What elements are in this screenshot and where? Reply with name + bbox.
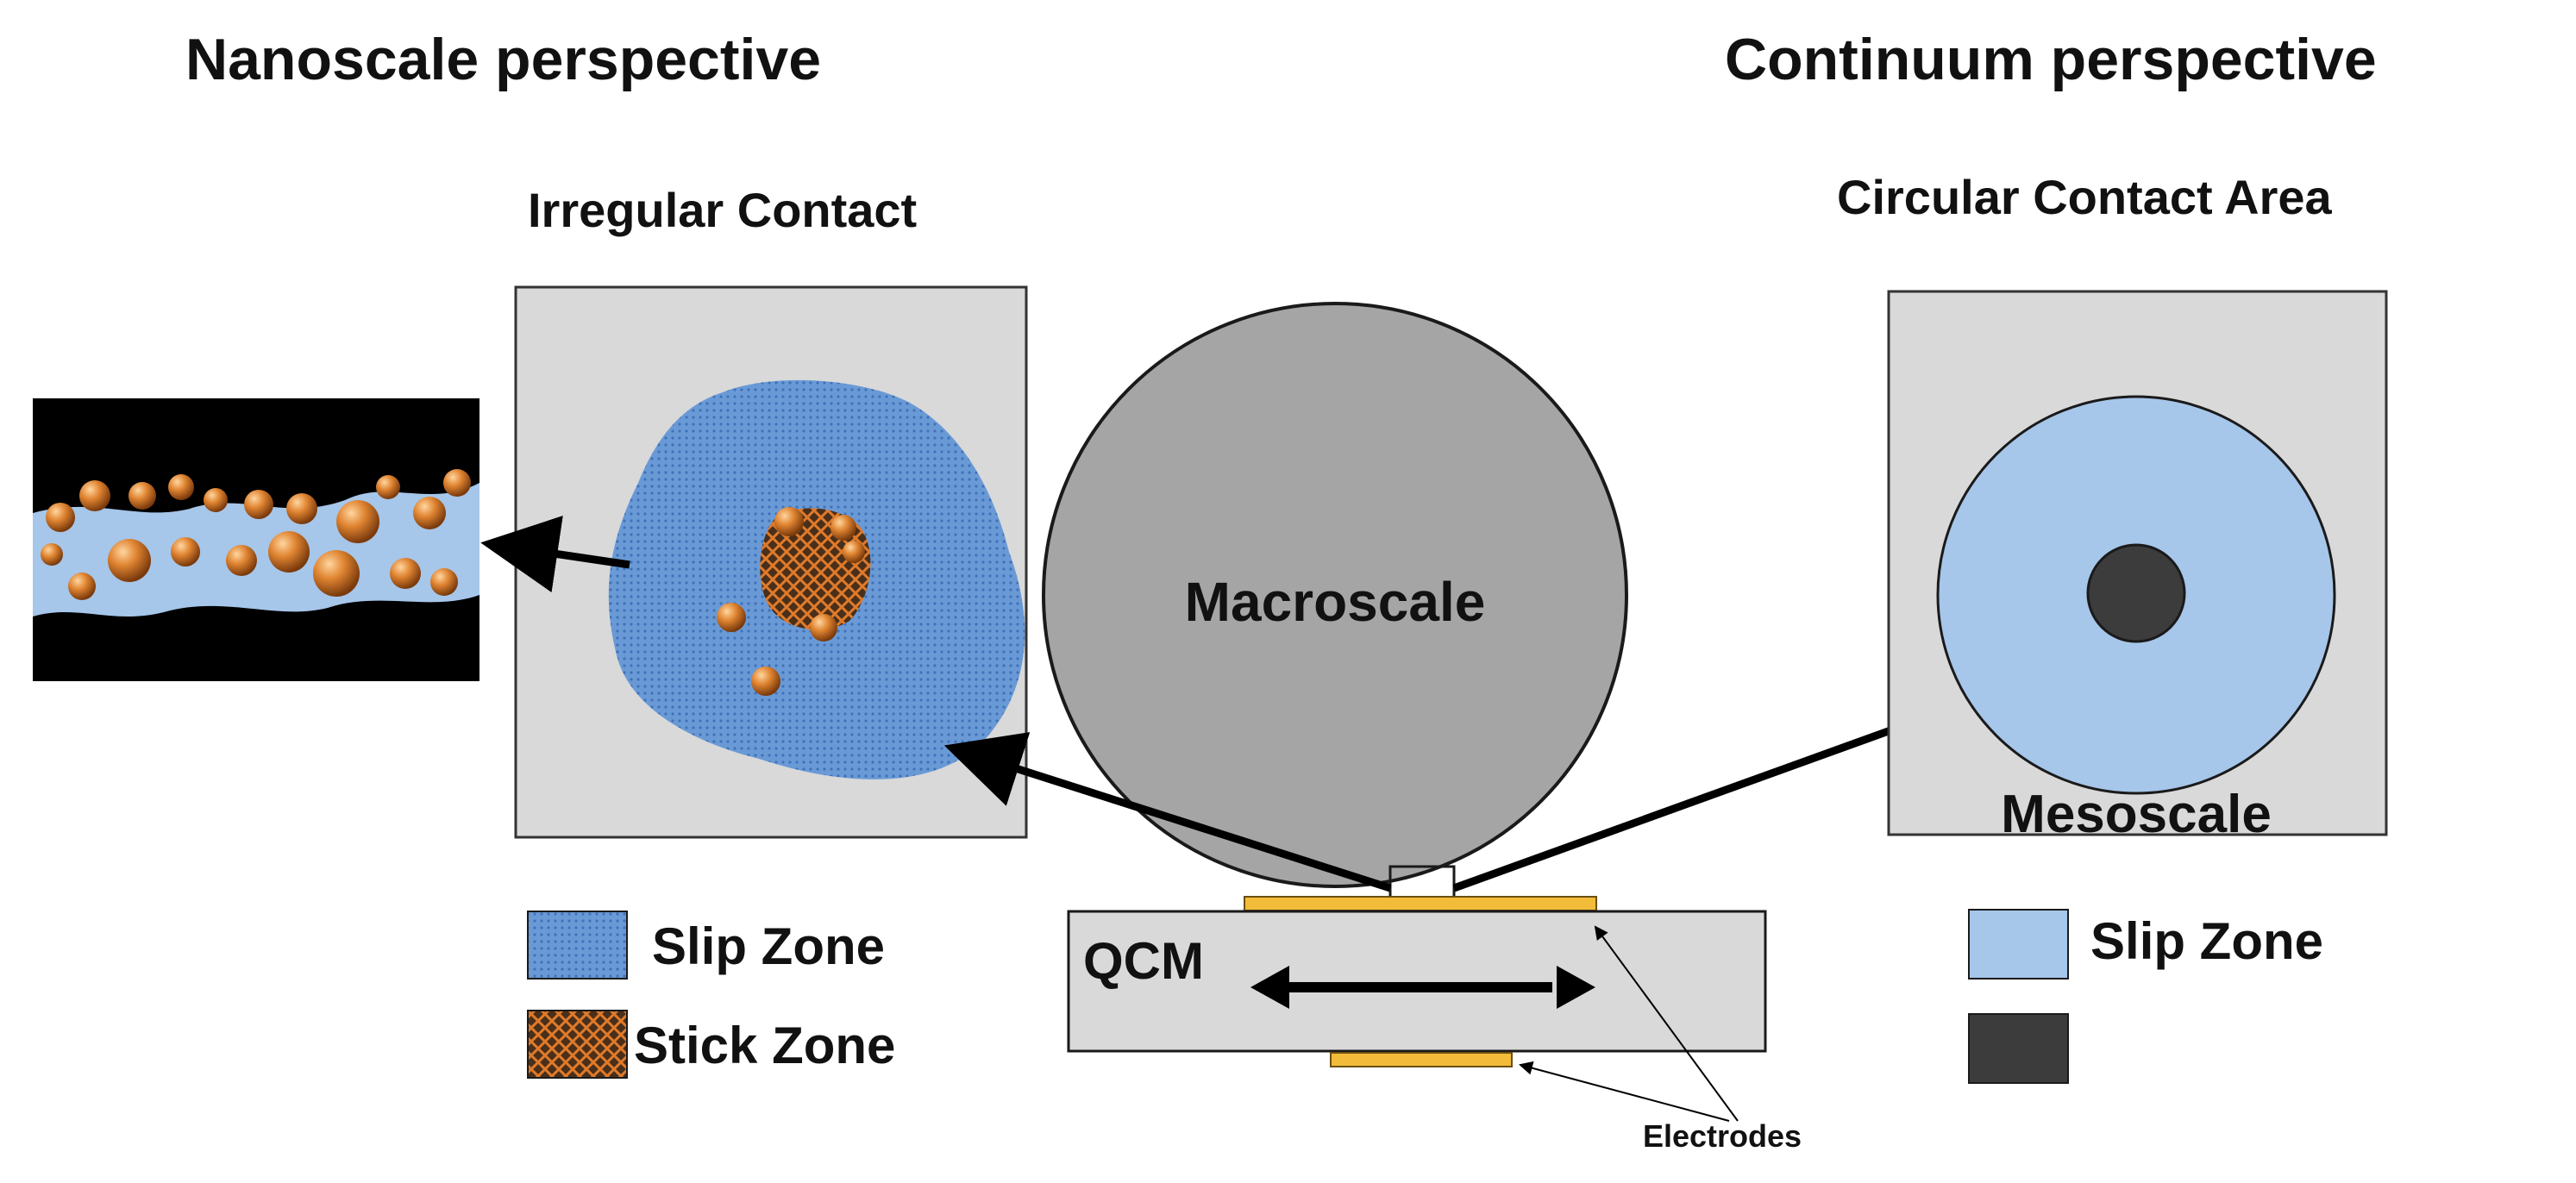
nanoscale-cross-section bbox=[33, 398, 479, 681]
macroscale-label: Macroscale bbox=[1185, 571, 1486, 633]
legend-right-slip-label: Slip Zone bbox=[2090, 912, 2323, 970]
legend-left-slip-swatch bbox=[527, 911, 628, 980]
nanoscale-heading: Nanoscale perspective bbox=[185, 27, 821, 92]
irregular-contact-title: Irregular Contact bbox=[528, 183, 917, 237]
legend-left-stick-swatch bbox=[527, 1010, 628, 1079]
legend-right-slip-swatch bbox=[1968, 909, 2069, 980]
legend-left-slip-label: Slip Zone bbox=[652, 917, 885, 975]
circular-stick-core bbox=[2086, 543, 2186, 643]
circular-contact-title: Circular Contact Area bbox=[1837, 170, 2333, 224]
mesoscale-label: Mesoscale bbox=[2001, 785, 2272, 844]
bottom-electrode bbox=[1330, 1052, 1513, 1067]
macroscale-sphere bbox=[1042, 302, 1628, 888]
electrode-pointer-top bbox=[1594, 925, 1739, 1122]
qcm-crystal bbox=[1067, 910, 1767, 1053]
qcm-label: QCM bbox=[1083, 932, 1204, 990]
continuum-heading: Continuum perspective bbox=[1725, 27, 2377, 92]
electrode-pointer-bottom bbox=[1519, 1061, 1730, 1122]
irregular-particles bbox=[717, 507, 865, 696]
top-electrode bbox=[1244, 896, 1597, 911]
arrow-to-irregular bbox=[943, 732, 1392, 892]
oscillation-double-arrow bbox=[1250, 966, 1595, 1009]
electrodes-label: Electrodes bbox=[1643, 1118, 1802, 1154]
arrow-to-nanoscale bbox=[480, 516, 630, 593]
legend-right-stick-swatch bbox=[1968, 1013, 2069, 1084]
legend-left-stick-label: Stick Zone bbox=[634, 1017, 895, 1074]
